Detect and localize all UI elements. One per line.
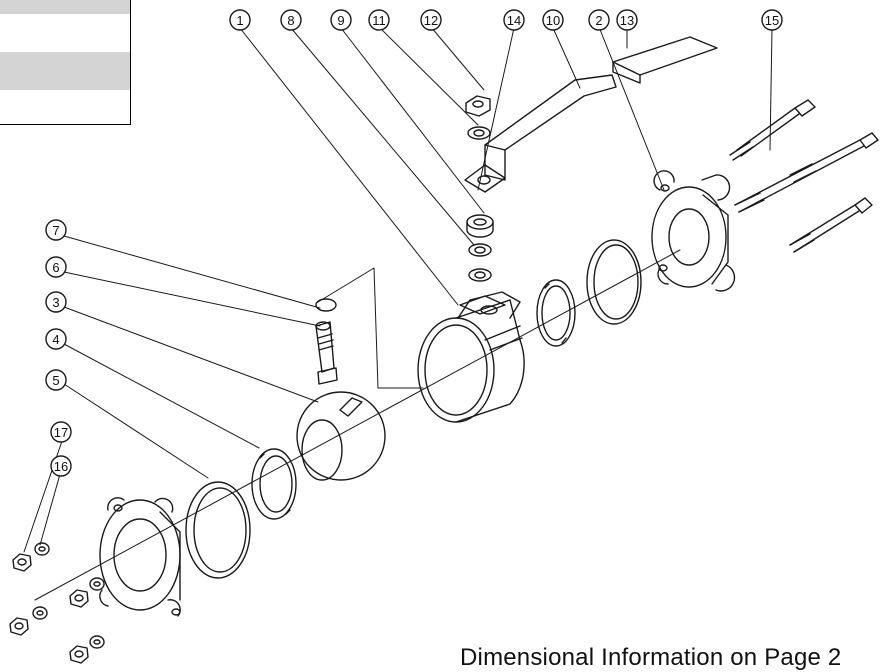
gasket-right	[586, 239, 642, 325]
callout-label-5: 5	[52, 373, 59, 388]
callout-label-10: 10	[546, 13, 560, 28]
seat-ring-right	[536, 279, 576, 347]
callout-label-12: 12	[424, 13, 438, 28]
gasket-left	[185, 481, 251, 579]
handle-grip	[612, 36, 718, 84]
callout-label-14: 14	[507, 13, 521, 28]
ball	[296, 391, 386, 481]
callout-label-4: 4	[52, 332, 59, 347]
leader-lines	[23, 26, 773, 553]
handle-lever	[464, 74, 617, 193]
callout-label-7: 7	[52, 223, 59, 238]
end-cap-right	[651, 170, 736, 292]
callout-circles	[45, 9, 783, 477]
callout-label-11: 11	[372, 13, 386, 28]
callout-label-13: 13	[620, 13, 634, 28]
nuts-washers	[9, 542, 105, 664]
valve-body	[417, 291, 525, 423]
callout-label-3: 3	[52, 295, 59, 310]
callout-label-16: 16	[54, 459, 68, 474]
table-row	[0, 52, 130, 90]
dimensional-info-note: Dimensional Information on Page 2	[460, 644, 842, 671]
gland-packing	[466, 214, 494, 282]
callout-label-1: 1	[236, 13, 243, 28]
callout-label-9: 9	[337, 13, 344, 28]
callout-label-2: 2	[595, 13, 602, 28]
flow-axis-line	[34, 249, 681, 601]
stem-nut-washer	[465, 95, 491, 140]
callout-label-8: 8	[287, 13, 294, 28]
parts-table-fragment	[0, 0, 131, 125]
bolts	[729, 99, 879, 253]
seat-ring-left	[251, 448, 297, 520]
callout-label-15: 15	[765, 13, 779, 28]
stem-oring	[315, 298, 338, 385]
table-row	[0, 0, 130, 14]
end-cap-left	[99, 497, 181, 617]
stem-axis-line	[317, 267, 424, 389]
callout-label-17: 17	[54, 425, 68, 440]
callout-label-6: 6	[52, 260, 59, 275]
